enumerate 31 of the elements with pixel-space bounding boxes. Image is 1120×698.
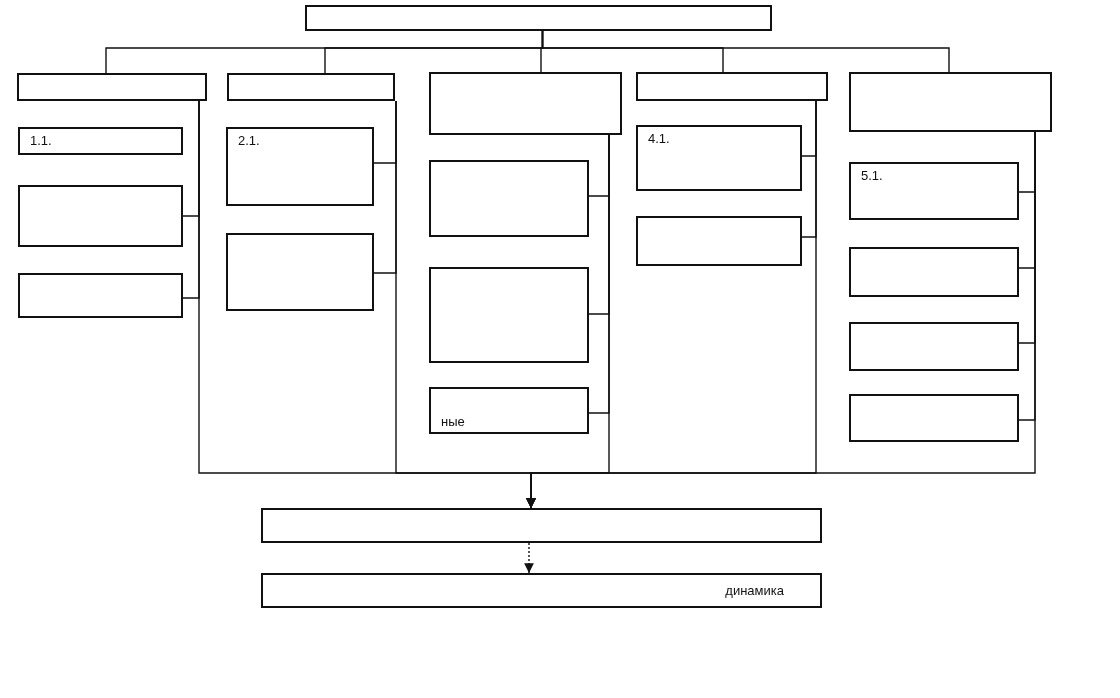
process-box [18, 127, 183, 155]
process-box [849, 322, 1019, 371]
box-label: 1.1. [30, 133, 52, 148]
box-label: ные [441, 414, 465, 429]
process-box [429, 267, 589, 363]
process-box [429, 387, 589, 434]
process-box [261, 573, 822, 608]
process-box [849, 394, 1019, 442]
box-label: 5.1. [861, 168, 883, 183]
box-label: 2.1. [238, 133, 260, 148]
box-label: динамика [725, 583, 784, 598]
arrow [526, 131, 1036, 509]
process-box [849, 162, 1019, 220]
process-box [305, 5, 772, 31]
process-box [18, 185, 183, 247]
process-box [18, 273, 183, 318]
process-box [636, 72, 828, 101]
process-box [849, 247, 1019, 297]
box-label: 4.1. [648, 131, 670, 146]
process-box [17, 73, 207, 101]
process-box [261, 508, 822, 543]
process-box [636, 125, 802, 191]
process-box [429, 72, 622, 135]
process-box [226, 233, 374, 311]
process-box [429, 160, 589, 237]
process-box [226, 127, 374, 206]
arrow [524, 542, 534, 574]
connector-line [541, 30, 950, 73]
process-box [227, 73, 395, 101]
process-box [849, 72, 1052, 132]
process-box [636, 216, 802, 266]
